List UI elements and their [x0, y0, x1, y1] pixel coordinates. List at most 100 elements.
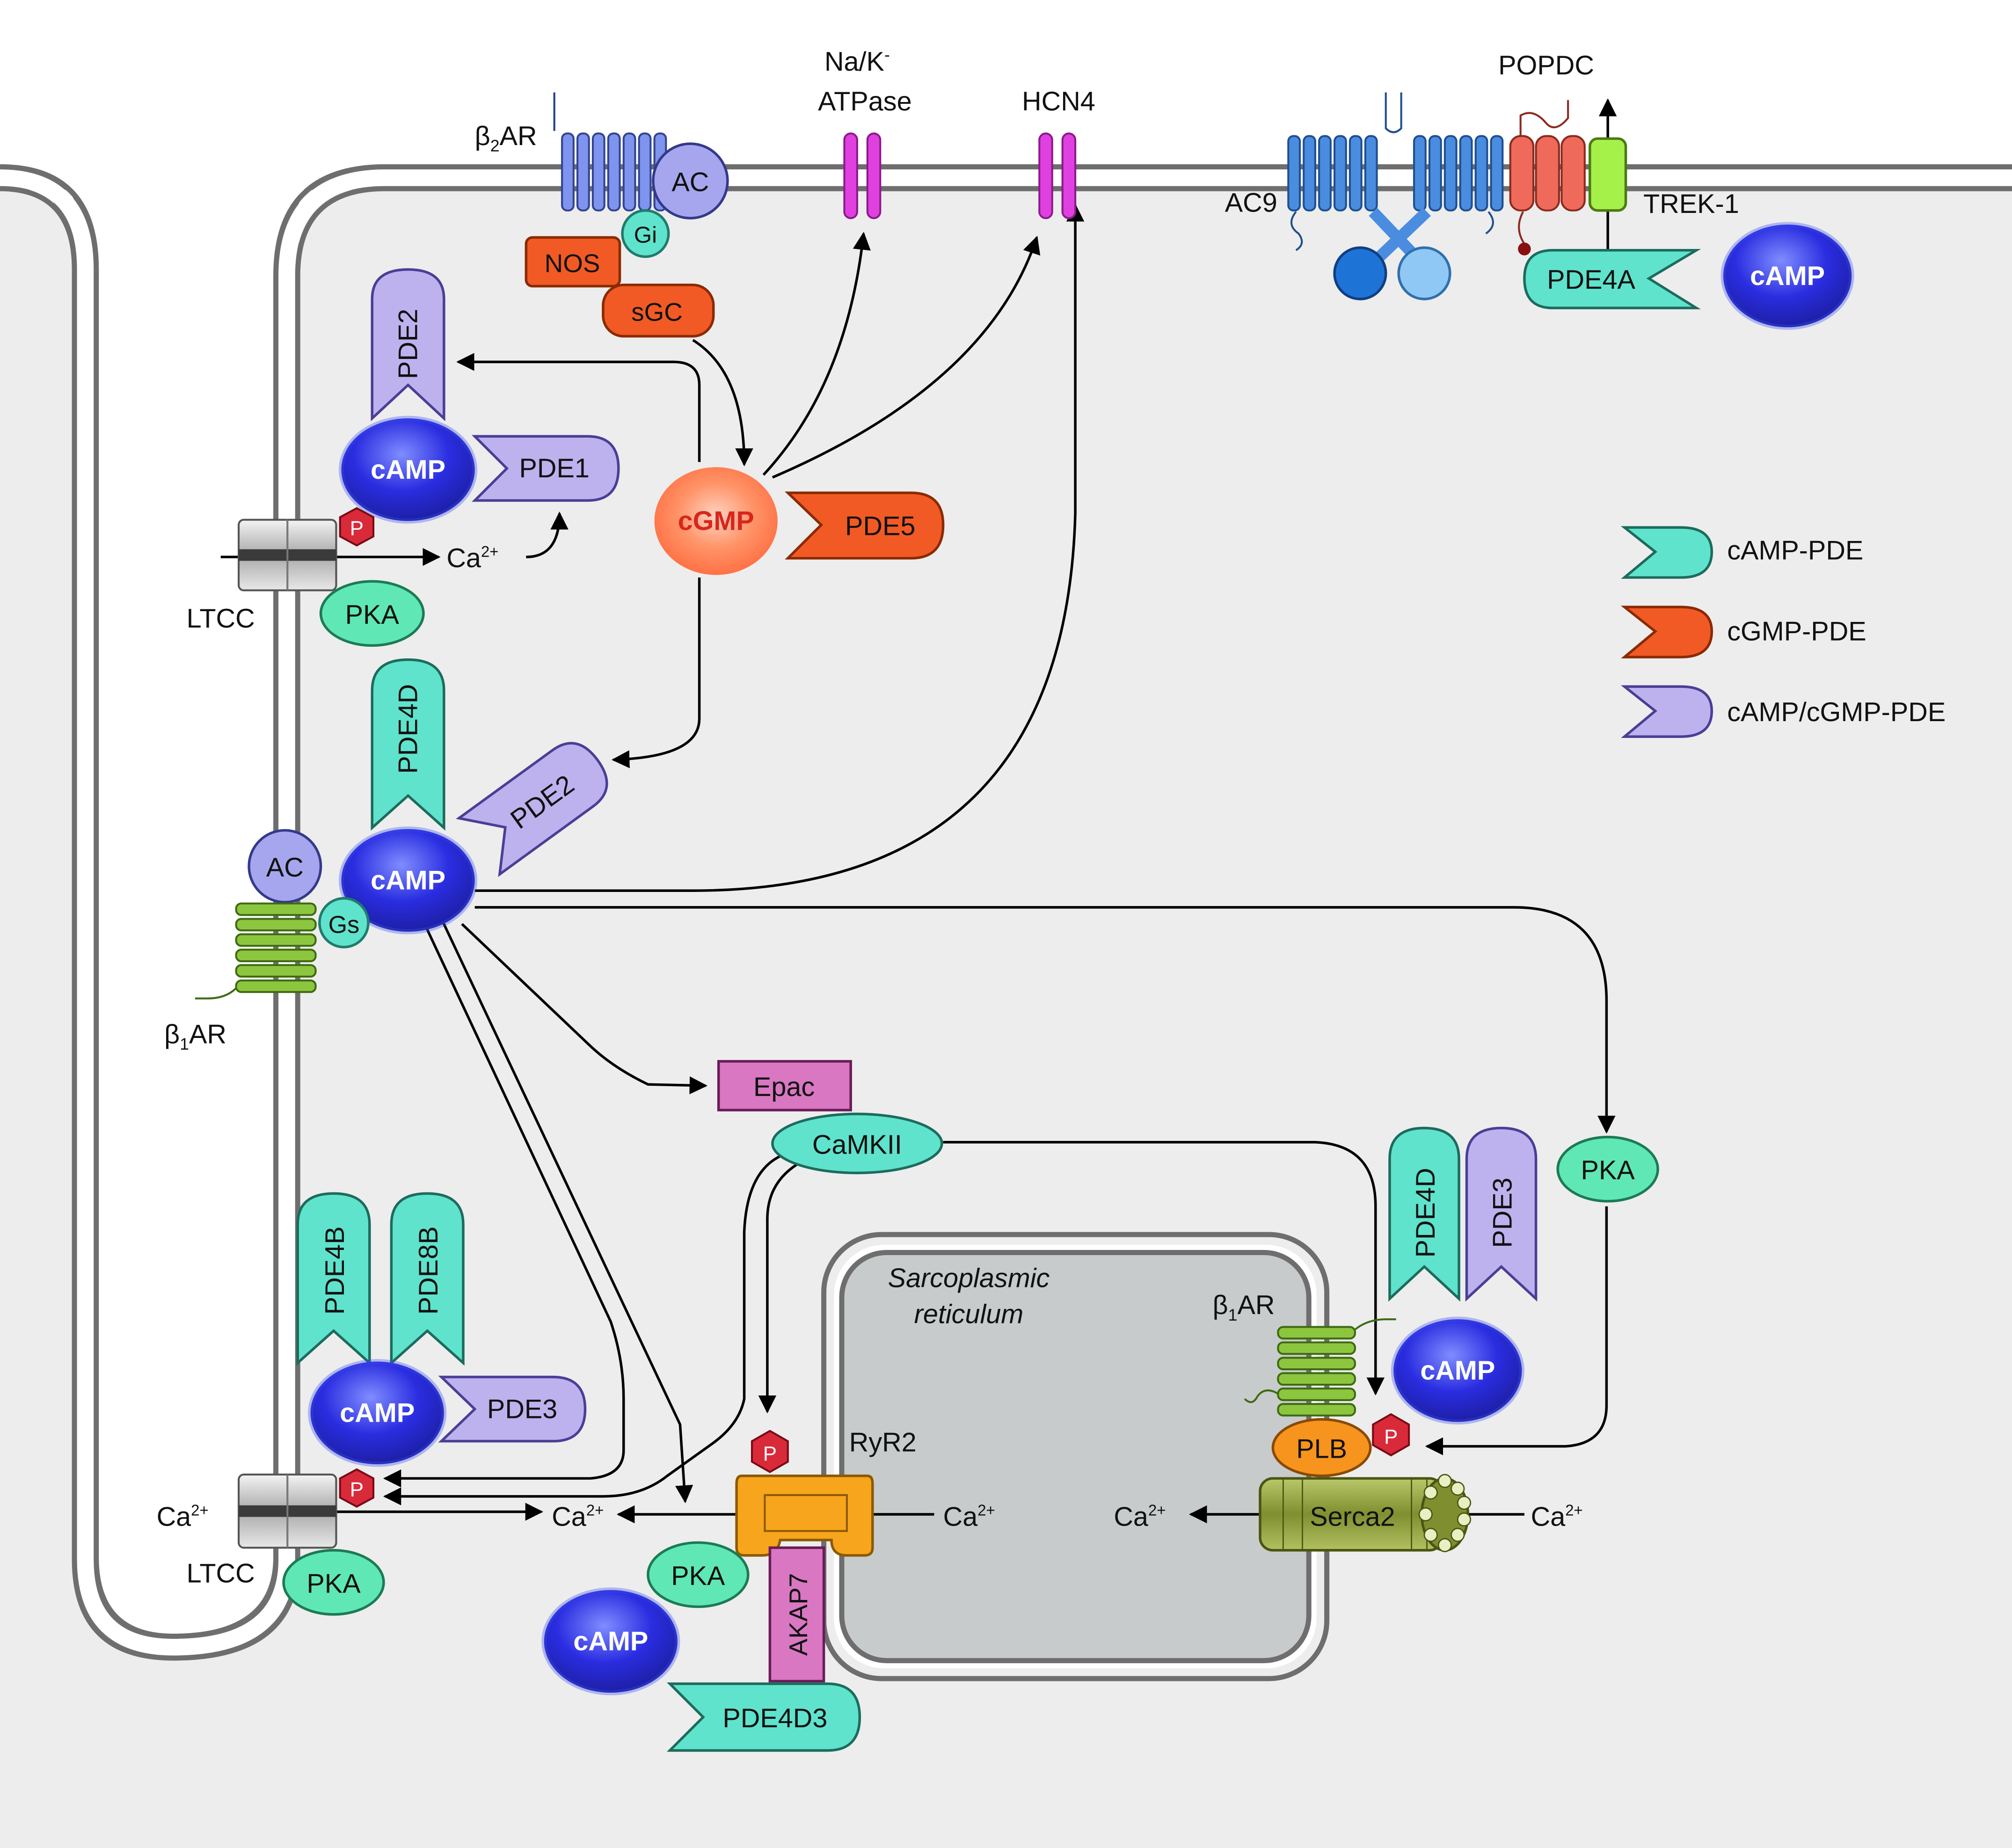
- cell-outline-outer: [0, 164, 2012, 1639]
- svg-text:PDE4D: PDE4D: [393, 684, 423, 774]
- svg-text:PDE4A: PDE4A: [1547, 265, 1635, 295]
- arrow-cgmp-to-nak: [762, 232, 871, 476]
- svg-text:LTCC: LTCC: [187, 604, 255, 634]
- ca-cytosol-right: Ca2+: [1114, 1502, 1166, 1532]
- arrow-pka-to-plb: [1425, 1206, 1608, 1455]
- ltcc-top: LTCC: [187, 519, 337, 634]
- svg-text:AC9: AC9: [1225, 188, 1277, 218]
- svg-text:PDE4B: PDE4B: [320, 1227, 350, 1315]
- trek1: TREK-1: [1589, 137, 1739, 219]
- svg-text:cAMP: cAMP: [573, 1627, 648, 1657]
- b2ar-sub: 2: [490, 137, 500, 155]
- camkii: CaMKII: [771, 1112, 943, 1175]
- nos: NOS: [525, 236, 621, 288]
- svg-text:PDE3: PDE3: [1487, 1177, 1517, 1248]
- ac-middle: AC: [248, 829, 322, 904]
- hcn4: HCN4: [1022, 87, 1095, 219]
- svg-text:PKA: PKA: [671, 1561, 725, 1591]
- ryr2: RyR2: [735, 1428, 917, 1557]
- svg-text:AC: AC: [671, 168, 709, 197]
- svg-text:cGMP-PDE: cGMP-PDE: [1727, 616, 1866, 646]
- arrow-camkii-to-plb: [943, 1140, 1385, 1396]
- b2ar-suffix: AR: [500, 121, 537, 151]
- pde4d-mid: PDE4D: [371, 658, 445, 831]
- pde2-mid: PDE2: [456, 742, 608, 877]
- cgmp: cGMP: [654, 467, 778, 575]
- svg-text:sGC: sGC: [631, 298, 683, 327]
- svg-text:PLB: PLB: [1296, 1434, 1347, 1464]
- svg-text:PDE4D: PDE4D: [1411, 1168, 1441, 1258]
- svg-text:PDE4D3: PDE4D3: [722, 1703, 827, 1733]
- pde4d-right: PDE4D: [1388, 1126, 1460, 1302]
- arrow-camkii-to-ltcc: [383, 1154, 783, 1505]
- phospho-ltcc-bottom: P: [339, 1468, 375, 1508]
- camp-lower-left: cAMP: [308, 1359, 447, 1467]
- svg-text:β1AR: β1AR: [1213, 1290, 1275, 1324]
- svg-text:POPDC: POPDC: [1498, 51, 1594, 80]
- phospho-ryr2: P: [751, 1430, 789, 1473]
- pka-right: PKA: [1556, 1135, 1659, 1203]
- svg-text:TREK-1: TREK-1: [1643, 189, 1739, 219]
- arrow-cgmp-to-pde2-mid: [612, 577, 701, 768]
- legend-item-dual-pde: cAMP/cGMP-PDE: [1620, 685, 1946, 738]
- svg-text:cAMP: cAMP: [340, 1398, 415, 1428]
- ca-sr-ryr2: Ca2+: [943, 1502, 995, 1532]
- svg-text:β1AR: β1AR: [164, 1020, 226, 1054]
- svg-text:LTCC: LTCC: [187, 1558, 255, 1588]
- pka-bottom-left: PKA: [282, 1549, 385, 1616]
- svg-text:PDE3: PDE3: [487, 1394, 557, 1424]
- camp-top-right: cAMP: [1720, 222, 1854, 330]
- serca2: Serca2: [1259, 1474, 1472, 1552]
- svg-text:Na/K-: Na/K-: [824, 45, 890, 77]
- svg-text:cAMP: cAMP: [1750, 261, 1825, 291]
- ca-extracellular-left: Ca2+: [157, 1502, 209, 1532]
- neighbour-cell-fill: [0, 0, 2012, 1634]
- svg-text:cAMP: cAMP: [371, 455, 445, 485]
- b2ar-beta: β: [475, 121, 490, 151]
- svg-text:P: P: [1384, 1425, 1398, 1448]
- svg-text:RyR2: RyR2: [849, 1428, 917, 1458]
- pde3-left: PDE3: [438, 1375, 587, 1443]
- pde4a: PDE4A: [1523, 249, 1701, 309]
- svg-text:Gs: Gs: [328, 912, 360, 939]
- arrow-camp-to-epac: [461, 923, 708, 1095]
- arrow-camkii-to-ryr2: [758, 1160, 803, 1414]
- sr-label-line2: reticulum: [914, 1299, 1024, 1329]
- svg-text:β2AR: β2AR: [475, 121, 537, 155]
- svg-text:CaMKII: CaMKII: [812, 1130, 902, 1160]
- plb: PLB: [1271, 1418, 1372, 1477]
- arrow-sgc-to-cgmp: [692, 339, 753, 467]
- legend: cAMP-PDE cGMP-PDE cAMP/cGMP-PDE: [1620, 526, 1946, 738]
- arrow-cgmp-to-hcn4: [772, 235, 1041, 479]
- svg-text:PDE5: PDE5: [845, 511, 915, 541]
- sgc: sGC: [602, 284, 715, 338]
- akap7: AKAP7: [768, 1546, 825, 1683]
- gi-protein: Gi: [621, 209, 670, 258]
- svg-text:cGMP: cGMP: [678, 506, 754, 536]
- b1ar-left: β1AR: [164, 902, 317, 1054]
- gs-protein: Gs: [318, 897, 370, 949]
- cell-outline-inner: [0, 186, 2012, 1661]
- pka-ryr2: PKA: [647, 1541, 750, 1608]
- svg-text:PKA: PKA: [345, 600, 400, 630]
- svg-text:Serca2: Serca2: [1310, 1502, 1395, 1532]
- arrow-cgmp-to-pde2-top: [456, 353, 701, 462]
- pka-top-left: PKA: [319, 580, 425, 647]
- svg-text:ATPase: ATPase: [818, 87, 912, 117]
- svg-text:cAMP/cGMP-PDE: cAMP/cGMP-PDE: [1727, 697, 1946, 727]
- camp-upper-left: cAMP: [338, 416, 478, 524]
- legend-item-camp-pde: cAMP-PDE: [1620, 526, 1863, 579]
- svg-text:AKAP7: AKAP7: [784, 1573, 813, 1656]
- camp-sr: cAMP: [1391, 1316, 1524, 1425]
- svg-text:cAMP: cAMP: [371, 865, 445, 895]
- arrow-camp-to-ltcc-1: [383, 920, 625, 1488]
- ac9: AC9: [1225, 92, 1504, 300]
- camp-ryr2: cAMP: [541, 1587, 680, 1695]
- ca-cytosol-left: Ca2+: [552, 1502, 604, 1532]
- pde2-top: PDE2: [371, 268, 445, 422]
- pde3-right: PDE3: [1465, 1126, 1538, 1302]
- svg-text:AC: AC: [266, 853, 304, 883]
- svg-text:PDE8B: PDE8B: [414, 1227, 444, 1315]
- svg-text:cAMP: cAMP: [1420, 1356, 1495, 1386]
